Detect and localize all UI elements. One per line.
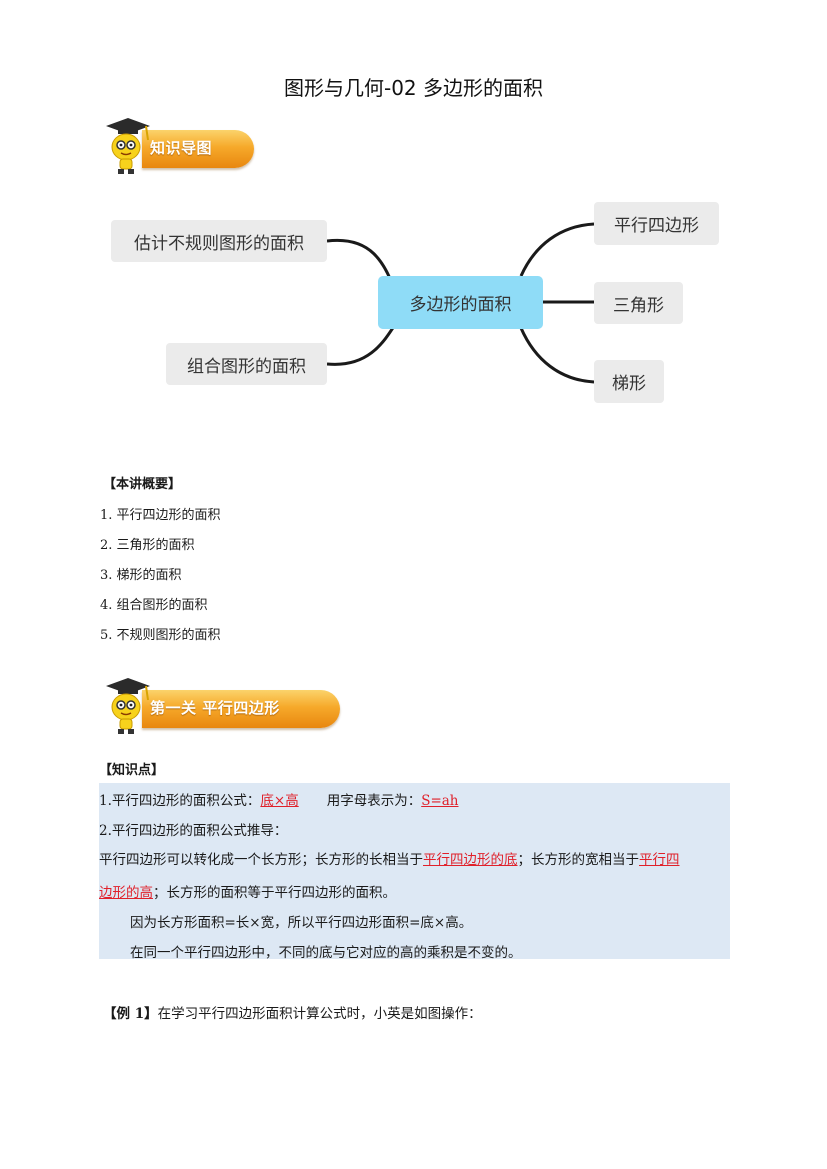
formula-letters: S=ah xyxy=(421,793,459,809)
knowledge-line-derivation-cont: 边形的高；长方形的面积等于平行四边形的面积。 xyxy=(99,881,396,901)
formula-prefix: 1.平行四边形的面积公式： xyxy=(99,793,261,809)
derivation-text: 平行四边形可以转化成一个长方形；长方形的长相当于 xyxy=(99,852,423,868)
mindmap-center-node: 多边形的面积 xyxy=(378,276,543,329)
banner-pill xyxy=(142,130,254,168)
knowledge-line-formula: 1.平行四边形的面积公式：底×高 用字母表示为：S=ah xyxy=(99,789,459,809)
overview-item: 2. 三角形的面积 xyxy=(100,538,195,553)
mindmap-node-parallelogram: 平行四边形 xyxy=(594,202,719,245)
knowledge-line-because: 因为长方形面积=长×宽，所以平行四边形面积=底×高。 xyxy=(130,915,473,931)
knowledge-line-derivation-title: 2.平行四边形的面积公式推导： xyxy=(99,823,288,839)
formula-letter-label: 用字母表示为： xyxy=(326,793,422,809)
knowledge-line-invariant: 在同一个平行四边形中，不同的底与它对应的高的乘积是不变的。 xyxy=(130,945,522,961)
knowledge-heading: 【知识点】 xyxy=(99,763,165,778)
mindmap-node-estimate-irregular: 估计不规则图形的面积 xyxy=(111,220,327,262)
banner-label: 第一关 平行四边形 xyxy=(150,699,280,717)
derivation-text: ；长方形的面积等于平行四边形的面积。 xyxy=(153,885,396,901)
overview-item: 3. 梯形的面积 xyxy=(100,568,182,583)
example-1: 【例 1】在学习平行四边形面积计算公式时，小英是如图操作： xyxy=(103,1002,482,1022)
derivation-highlight: 边形的高 xyxy=(99,885,153,901)
formula-words: 底×高 xyxy=(260,793,299,809)
mindmap-node-triangle: 三角形 xyxy=(594,282,683,324)
banner-label: 知识导图 xyxy=(150,139,213,157)
page-title: 图形与几何-02 多边形的面积 xyxy=(283,76,544,100)
overview-item: 5. 不规则图形的面积 xyxy=(100,628,221,643)
mindmap-node-trapezoid: 梯形 xyxy=(594,360,664,403)
derivation-highlight: 平行四 xyxy=(639,852,680,868)
example-text: 在学习平行四边形面积计算公式时，小英是如图操作： xyxy=(157,1006,482,1022)
overview-heading: 【本讲概要】 xyxy=(103,477,182,492)
section-banner-knowledge-map: 知识导图 xyxy=(102,118,262,174)
mindmap-node-composite: 组合图形的面积 xyxy=(166,343,327,385)
derivation-highlight: 平行四边形的底 xyxy=(423,852,518,868)
knowledge-box xyxy=(99,783,730,959)
derivation-text: ；长方形的宽相当于 xyxy=(517,852,640,868)
overview-item: 4. 组合图形的面积 xyxy=(100,598,208,613)
section-banner-level-one: 第一关 平行四边形 xyxy=(102,678,352,734)
overview-item: 1. 平行四边形的面积 xyxy=(100,508,221,523)
example-label: 【例 1】 xyxy=(103,1006,158,1022)
doctor-mascot-icon xyxy=(106,118,150,174)
knowledge-line-derivation: 平行四边形可以转化成一个长方形；长方形的长相当于平行四边形的底；长方形的宽相当于… xyxy=(99,848,731,868)
doctor-mascot-icon xyxy=(106,678,150,734)
banner-pill xyxy=(142,690,340,728)
